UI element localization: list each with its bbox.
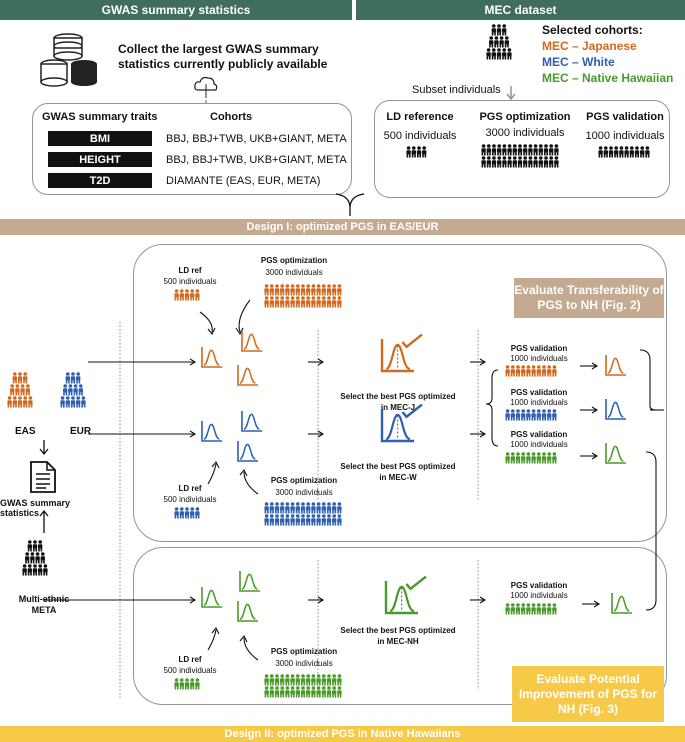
cohorts-t2d: DIAMANTE (EAS, EUR, META) [166,175,321,187]
people-icon-group [481,144,561,174]
select-best-mec-j-suffix: in MEC-J [380,403,416,412]
people-icon-group [264,502,344,532]
distribution-chart-icon [604,398,638,425]
distribution-chart-icon [236,364,270,391]
distribution-chart-icon [236,600,270,627]
people-icon-group [486,24,514,66]
database-icon [40,33,97,87]
arrow-down-icon [506,86,516,101]
select-best-mec-nh-suffix: in MEC-NH [377,637,419,646]
distribution-chart-icon [610,592,644,619]
arrow-down-icon [39,440,49,456]
multi-ethnic-label: Multi-ethnic [18,594,70,604]
selected-cohorts-title: Selected cohorts: [542,23,643,37]
pgs-optimization-count: 3000 individuals [275,659,333,668]
distribution-chart-icon [200,420,234,447]
select-best-mec-w-suffix: in MEC-W [379,473,417,482]
distribution-chart-icon [200,586,234,613]
distribution-chart-icon [604,354,638,381]
cohorts-height: BBJ, BBJ+TWB, UKB+GIANT, META [166,154,347,166]
people-icon-group [264,284,344,314]
cohorts-bmi: BBJ, BBJ+TWB, UKB+GIANT, META [166,133,347,145]
traits-column-header: GWAS summary traits [42,111,158,123]
distribution-chart-icon [200,346,234,373]
pgs-validation-count: 1000 individuals [510,591,568,600]
ld-ref-count: 500 individuals [163,277,217,286]
people-icon-group [174,289,202,307]
selected-distribution-icon [384,575,430,619]
select-best-mec-w: Select the best PGS optimized [340,462,456,471]
pgs-validation-label: PGS validation [510,581,568,590]
pgs-validation-count: 1000 individuals [510,398,568,407]
pgs-validation-count: 1000 individuals [510,354,568,363]
cohort-hawaiian: MEC – Native Hawaiian [542,71,674,85]
select-best-mec-j: Select the best PGS optimized [340,392,456,401]
pgs-validation-title: PGS validation [586,111,664,123]
subset-label: Subset individuals [412,84,501,96]
selected-distribution-icon [380,333,426,377]
design-two-banner: Design II: optimized PGS in Native Hawai… [0,726,685,742]
gwas-header: GWAS summary statistics [0,0,352,20]
people-icon-group [264,674,344,704]
people-icon-group [598,146,652,164]
pgs-validation-label: PGS validation [510,388,568,397]
people-icon-group [60,372,88,414]
ld-ref-label: LD ref [178,266,202,275]
gwas-description: Collect the largest GWAS summary statist… [118,42,328,71]
people-icon-group [406,146,429,164]
pgs-validation-count: 1000 individuals [510,440,568,449]
select-best-mec-nh: Select the best PGS optimized [340,626,456,635]
pgs-optimization-count: 3000 individuals [485,127,565,139]
selected-distribution-icon [380,403,426,447]
pgs-optimization-label: PGS optimization [260,256,328,265]
ld-reference-count: 500 individuals [383,130,457,142]
ld-ref-label: LD ref [178,484,202,493]
pgs-optimization-label: PGS optimization [270,647,338,656]
people-icon-group [174,507,202,525]
design-one-banner: Design I: optimized PGS in EAS/EUR [0,219,685,235]
eas-label: EAS [15,426,36,437]
people-icon-group [22,540,50,582]
ld-ref-label: LD ref [178,655,202,664]
evaluate-transferability-box: Evaluate Transferability of PGS to NH (F… [514,278,664,318]
distribution-chart-icon [236,440,270,467]
document-icon [30,461,56,493]
gwas-traits-box [32,103,352,195]
cohort-white: MEC – White [542,55,615,69]
people-icon-group [505,452,559,470]
eur-label: EUR [70,426,92,437]
gwas-summary-label: GWAS summary statistics [0,498,71,518]
cloud-icon [194,76,218,98]
trait-bmi: BMI [48,131,152,146]
trait-t2d: T2D [48,173,152,188]
people-icon-group [7,372,35,414]
distribution-chart-icon [240,410,274,437]
pgs-optimization-title: PGS optimization [479,111,571,123]
cohorts-column-header: Cohorts [210,111,253,123]
distribution-chart-icon [604,442,638,469]
evaluate-improvement-box: Evaluate Potential Improvement of PGS fo… [512,666,664,722]
people-icon-group [174,678,202,696]
people-icon-group [505,603,559,621]
pgs-optimization-count: 3000 individuals [265,268,323,277]
people-icon-group [505,365,559,383]
people-icon-group [505,409,559,427]
ld-ref-count: 500 individuals [163,666,217,675]
pgs-validation-label: PGS validation [510,430,568,439]
pgs-optimization-count: 3000 individuals [275,488,333,497]
trait-height: HEIGHT [48,152,152,167]
pgs-validation-count: 1000 individuals [585,130,665,142]
distribution-chart-icon [238,570,272,597]
ld-reference-title: LD reference [386,111,454,123]
mec-header: MEC dataset [356,0,685,20]
cohort-japanese: MEC – Japanese [542,39,637,53]
merge-bracket-icon [335,193,365,216]
distribution-chart-icon [240,330,274,357]
meta-label: META [31,605,57,615]
arrow-up-icon [39,509,49,533]
ld-ref-count: 500 individuals [163,495,217,504]
pgs-validation-label: PGS validation [510,344,568,353]
pgs-optimization-label: PGS optimization [270,476,338,485]
